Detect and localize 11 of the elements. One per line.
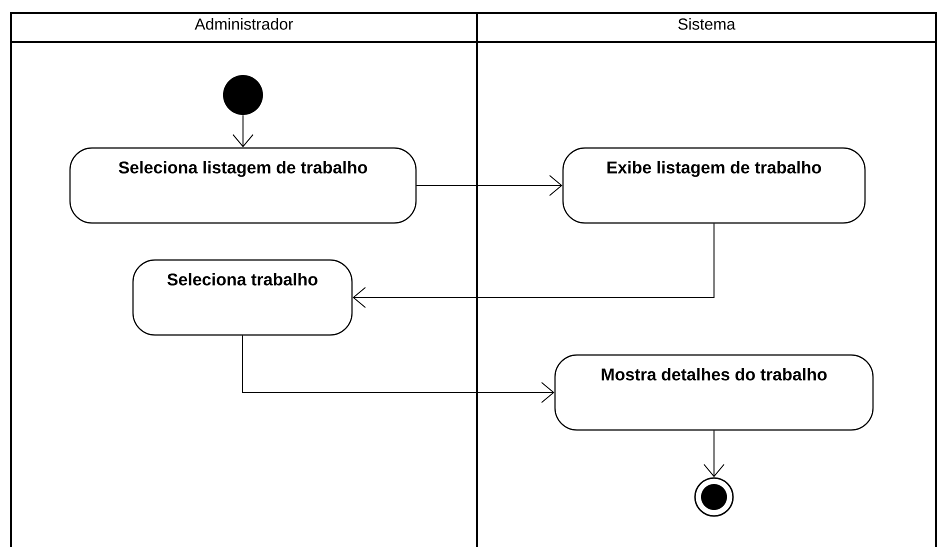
arrow (704, 430, 724, 478)
action-box: Seleciona trabalho (132, 259, 353, 336)
start-node (223, 75, 263, 115)
arrow (352, 223, 714, 308)
action-box: Mostra detalhes do trabalho (554, 354, 874, 431)
action-box: Seleciona listagem de trabalho (69, 147, 417, 224)
arrow (242, 335, 554, 403)
action-box: Exibe listagem de trabalho (562, 147, 866, 224)
end-node (694, 477, 734, 517)
arrow (416, 175, 562, 196)
arrow (232, 114, 254, 148)
